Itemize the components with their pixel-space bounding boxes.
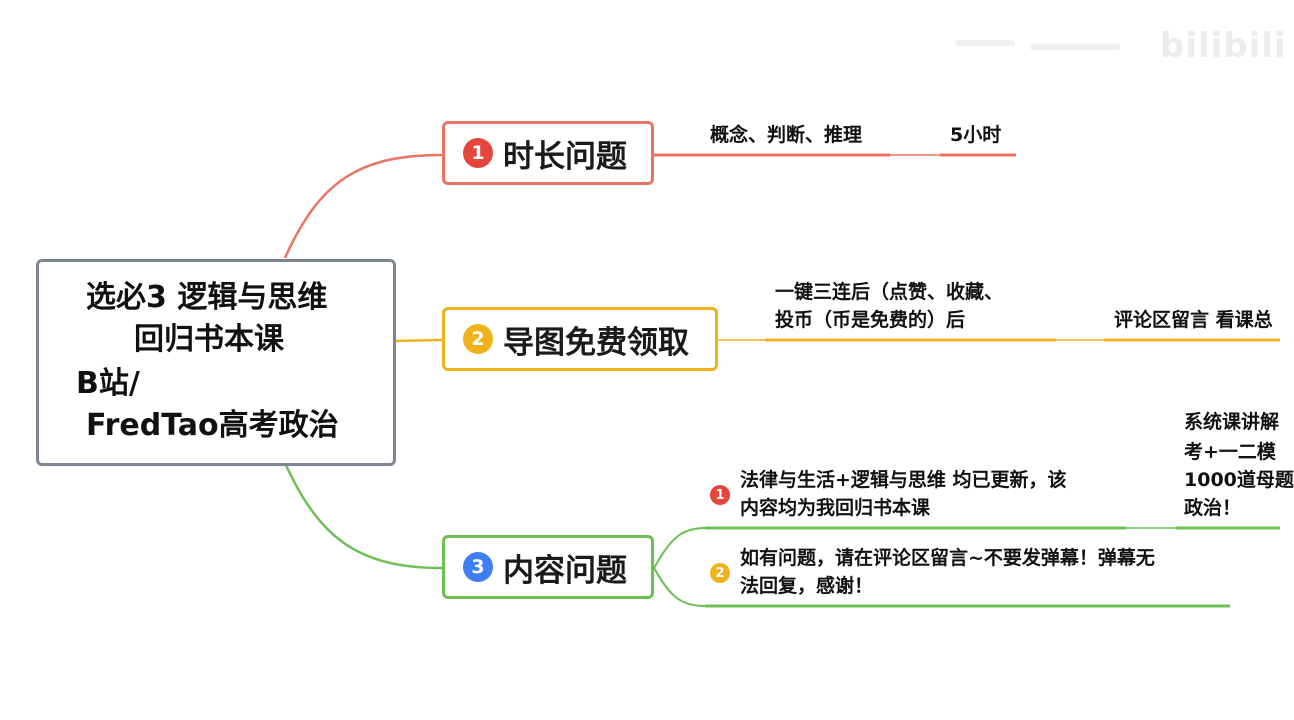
leaf-system-course-line-2[interactable]: 考+一二模 bbox=[1184, 441, 1276, 463]
root-title-line-3: B站/ bbox=[76, 366, 144, 402]
connector-root-branch1 bbox=[283, 153, 443, 259]
branch-duration[interactable]: 1 时长问题 bbox=[442, 121, 654, 185]
leaf-hours[interactable]: 5小时 bbox=[950, 124, 1002, 146]
branch-free-mindmap[interactable]: 2 导图免费领取 bbox=[442, 307, 718, 371]
watermark-bar bbox=[955, 40, 1015, 46]
leaf-comment[interactable]: 评论区留言 看课总 bbox=[1114, 309, 1273, 331]
connector-root-branch2 bbox=[391, 338, 443, 343]
leaf-triple-line-1[interactable]: 一键三连后（点赞、收藏、 bbox=[775, 281, 1004, 303]
connector-b3-leaf1 bbox=[653, 527, 706, 569]
root-node[interactable] bbox=[36, 259, 396, 466]
root-title-line-4: FredTao高考政治 bbox=[86, 408, 339, 443]
number-one-icon: 1 bbox=[710, 485, 730, 505]
connector-root-branch3 bbox=[283, 462, 443, 570]
leaf-updated-line-1[interactable]: 法律与生活+逻辑与思维 均已更新，该 bbox=[740, 469, 1067, 491]
number-two-icon: 2 bbox=[463, 324, 493, 354]
number-two-icon: 2 bbox=[710, 563, 730, 583]
leaf-questions-line-1[interactable]: 如有问题，请在评论区留言~不要发弹幕！弹幕无 bbox=[740, 547, 1155, 569]
number-one-icon: 1 bbox=[463, 138, 493, 168]
branch-title: 内容问题 bbox=[503, 552, 627, 589]
watermark-bar bbox=[1030, 44, 1120, 50]
leaf-system-course-line-4[interactable]: 政治！ bbox=[1184, 497, 1242, 519]
branch-title: 导图免费领取 bbox=[503, 324, 689, 361]
connector-b3-leaf2 bbox=[653, 567, 706, 607]
bilibili-watermark: bilibili bbox=[1160, 26, 1287, 66]
leaf-triple-line-2[interactable]: 投币（币是免费的）后 bbox=[775, 309, 966, 331]
leaf-system-course-line-1[interactable]: 系统课讲解 bbox=[1184, 411, 1280, 433]
leaf-concepts[interactable]: 概念、判断、推理 bbox=[710, 124, 863, 146]
leaf-questions-line-2[interactable]: 法回复，感谢！ bbox=[740, 575, 874, 597]
root-title-line-1: 选必3 逻辑与思维 bbox=[86, 280, 328, 315]
branch-content[interactable]: 3 内容问题 bbox=[442, 535, 654, 599]
root-title-line-2: 回归书本课 bbox=[134, 322, 284, 357]
branch-title: 时长问题 bbox=[503, 138, 627, 175]
number-three-icon: 3 bbox=[463, 552, 493, 582]
leaf-system-course-line-3[interactable]: 1000道母题 bbox=[1184, 469, 1294, 491]
leaf-updated-line-2[interactable]: 内容均为我回归书本课 bbox=[740, 497, 931, 519]
